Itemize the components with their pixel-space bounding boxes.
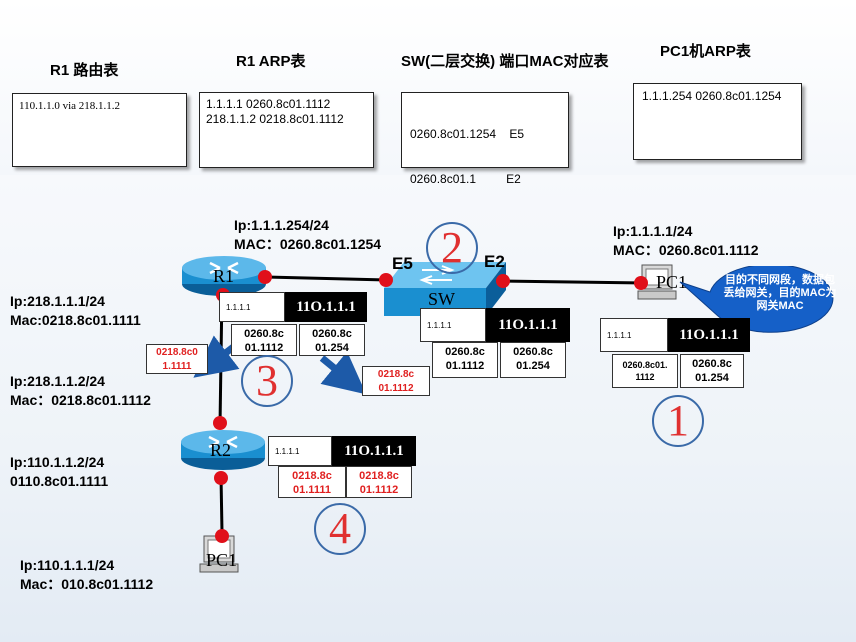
- router-r2-label: R2: [210, 440, 232, 460]
- r1-wan-info: Ip:218.1.1.1/24 Mac:0218.8c01.1111: [10, 292, 141, 330]
- arp-entry: 1.1.1.254 0260.8c01.1254: [642, 89, 782, 103]
- step-1-badge: 1: [652, 395, 704, 447]
- arp-entry: 218.1.1.2 0218.8c01.1112: [206, 112, 344, 126]
- packet3-src-ip: 1.1.1.1: [219, 292, 285, 322]
- packet3-dst-mac: 0260.8c 01.254: [299, 324, 365, 356]
- pc-bottom-label: PC1: [206, 550, 238, 570]
- ip-label: Ip:218.1.1.1/24: [10, 293, 105, 309]
- packet1-dst-mac: 0260.8c 01.254: [680, 354, 744, 388]
- packet4-dst-mac: 0218.8c 01.1112: [346, 466, 412, 498]
- r2-wan-info: Ip:218.1.1.2/24 Mac：0218.8c01.1112: [10, 372, 151, 410]
- packet2-src-ip: 1.1.1.1: [420, 308, 486, 342]
- packet3-src-mac: 0260.8c 01.1112: [231, 324, 297, 356]
- r2-lan-info: Ip:110.1.1.2/24 0110.8c01.1111: [10, 453, 108, 491]
- route-entry: 110.1.1.0 via 218.1.1.2: [19, 100, 121, 112]
- mac-label: MAC：0260.8c01.1254: [234, 236, 382, 252]
- pc-top-label: PC1: [656, 272, 688, 292]
- ip-label: Ip:110.1.1.1/24: [20, 557, 115, 573]
- pc-bottom-icon: [199, 535, 239, 573]
- port-r2-lan: [214, 471, 228, 485]
- r1-route-table-title: R1 路由表: [50, 62, 119, 79]
- mac-entry: 0260.8c01.1254 E5: [410, 127, 525, 141]
- packet1-src-ip: 1.1.1.1: [600, 318, 668, 352]
- port-sw-e2: [496, 274, 510, 288]
- mac-label: 0110.8c01.1111: [10, 473, 109, 489]
- router-r1-label: R1: [213, 266, 235, 286]
- packet1-dst-ip: 11O.1.1.1: [668, 318, 750, 352]
- router-r2-icon: [181, 430, 265, 470]
- pc-top-icon: [637, 264, 677, 300]
- replace-src-mac-label: 0218.8c0 1.1111: [146, 344, 208, 374]
- pc-top-info: Ip:1.1.1.1/24 MAC：0260.8c01.1112: [613, 222, 759, 260]
- gateway-callout-text: 目的不同网段，数据包丢给网关，目的MAC为网关MAC: [723, 274, 837, 312]
- port-sw-e5: [379, 273, 393, 287]
- link-sw-pc1: [502, 279, 643, 285]
- port-e2-label: E2: [484, 252, 505, 271]
- r1-route-table: 110.1.1.0 via 218.1.1.2: [12, 93, 187, 167]
- packet2-src-mac: 0260.8c 01.1112: [432, 342, 498, 378]
- packet4-dst-ip: 11O.1.1.1: [332, 436, 416, 466]
- gateway-callout-bubble: [679, 266, 834, 333]
- r1-arp-table: 1.1.1.1 0260.8c01.1112 218.1.1.2 0218.8c…: [199, 92, 374, 168]
- ip-label: Ip:1.1.1.1/24: [613, 223, 693, 239]
- step-4-badge: 4: [314, 503, 366, 555]
- packet2-dst-ip: 11O.1.1.1: [486, 308, 570, 342]
- packet2-dst-mac: 0260.8c 01.254: [500, 342, 566, 378]
- replace-arrow-right: [319, 351, 367, 395]
- port-e5-label: E5: [392, 254, 413, 273]
- port-pc-top: [634, 276, 648, 290]
- mac-entry: 0260.8c01.1 E2: [410, 172, 521, 186]
- ip-label: Ip:1.1.1.254/24: [234, 217, 329, 233]
- step-3-badge: 3: [241, 355, 293, 407]
- port-r1-lan: [258, 270, 272, 284]
- step-2-badge: 2: [426, 222, 478, 274]
- mac-label: MAC：0260.8c01.1112: [613, 242, 759, 258]
- r1-arp-table-title: R1 ARP表: [236, 53, 306, 70]
- packet1-src-mac: 0260.8c01. 1112: [612, 354, 678, 388]
- port-r2-wan: [213, 416, 227, 430]
- r1-lan-info: Ip:1.1.1.254/24 MAC：0260.8c01.1254: [234, 216, 381, 254]
- switch-sw-label: SW: [428, 289, 455, 309]
- ip-label: Ip:110.1.1.2/24: [10, 454, 105, 470]
- packet4-src-mac: 0218.8c 01.1111: [278, 466, 346, 498]
- pc1-arp-table-title: PC1机ARP表: [660, 43, 751, 60]
- mac-label: Mac：010.8c01.1112: [20, 576, 154, 592]
- replace-dst-mac-label: 0218.8c 01.1112: [362, 366, 430, 396]
- pc1-arp-table: 1.1.1.254 0260.8c01.1254: [633, 83, 802, 160]
- sw-mac-table: 0260.8c01.1254 E5 0260.8c01.1 E2: [401, 92, 569, 186]
- sw-mac-table-title: SW(二层交换) 端口MAC对应表: [401, 53, 609, 70]
- mac-label: Mac:0218.8c01.1111: [10, 312, 141, 328]
- packet4-src-ip: 1.1.1.1: [268, 436, 332, 466]
- router-r1-icon: [182, 256, 266, 296]
- port-pc-bottom: [215, 529, 229, 543]
- mac-label: Mac：0218.8c01.1112: [10, 392, 151, 408]
- link-r1-sw: [265, 275, 386, 282]
- ip-label: Ip:218.1.1.2/24: [10, 373, 105, 389]
- link-r2-pc-bottom: [219, 475, 224, 533]
- arp-entry: 1.1.1.1 0260.8c01.1112: [206, 97, 331, 111]
- packet3-dst-ip: 11O.1.1.1: [285, 292, 367, 322]
- pc-bottom-info: Ip:110.1.1.1/24 Mac：010.8c01.1112: [20, 556, 153, 594]
